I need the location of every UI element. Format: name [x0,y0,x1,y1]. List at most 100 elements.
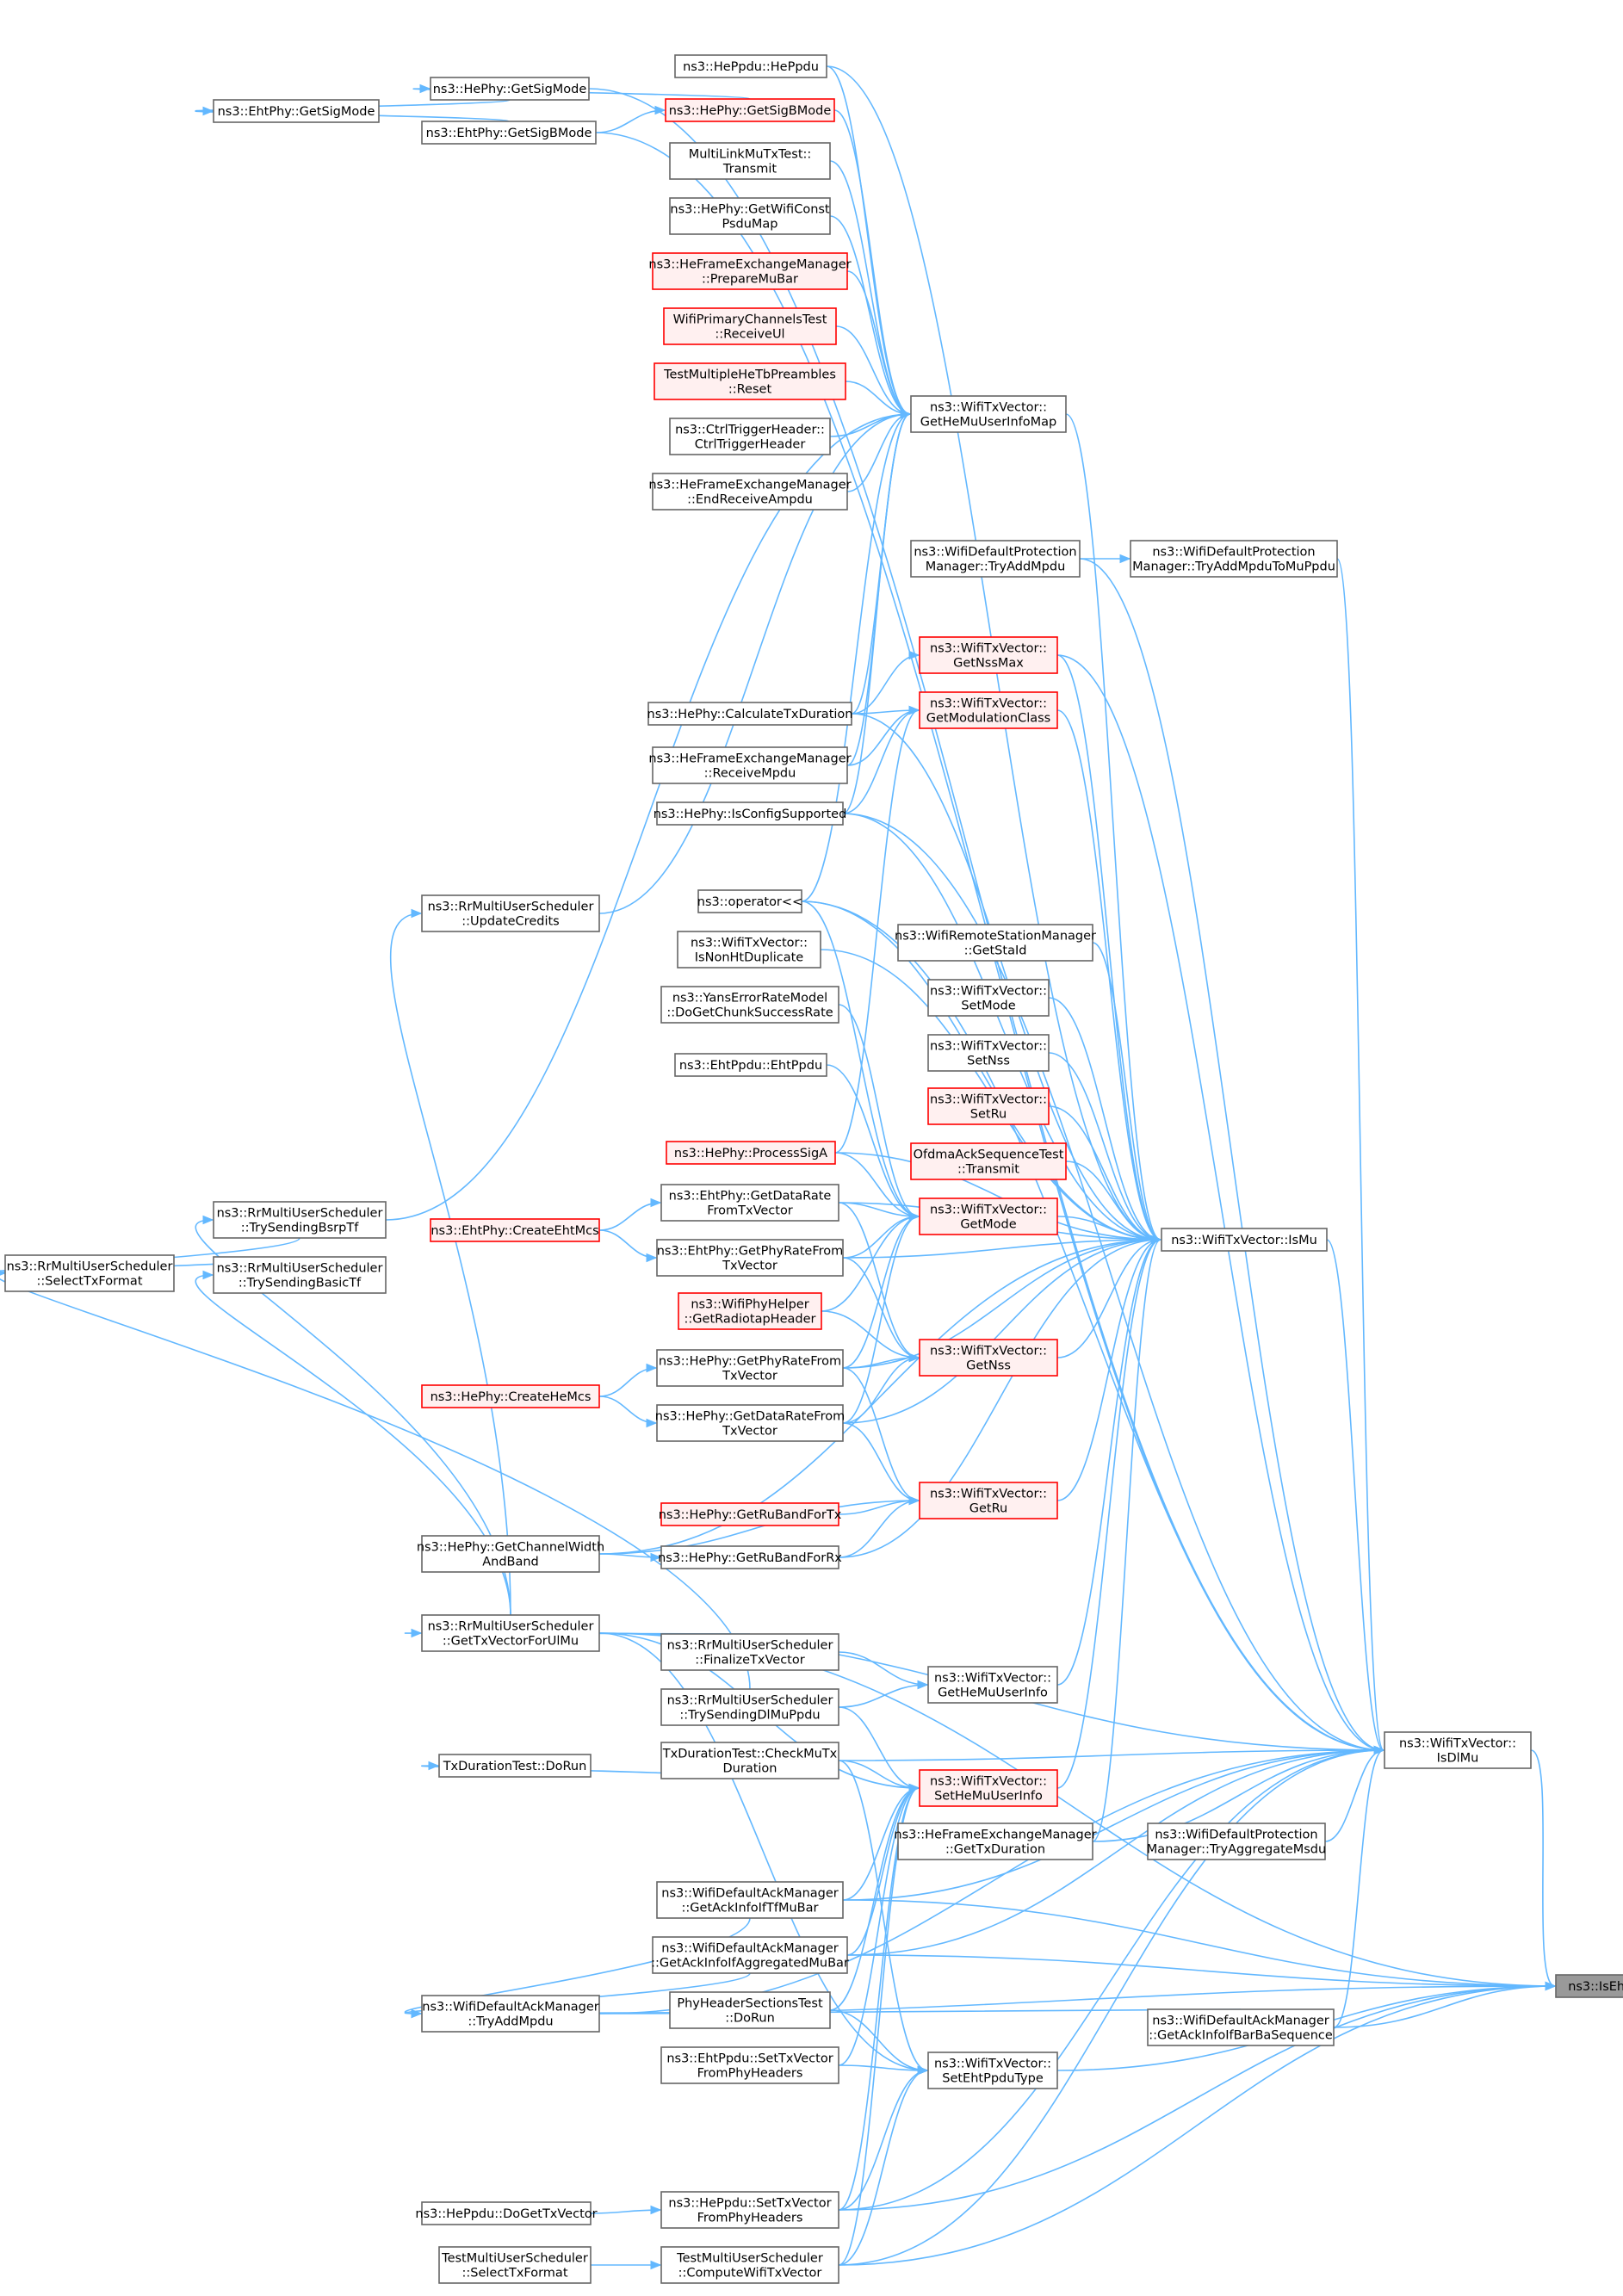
node-label: GetHeMuUserInfo [938,1686,1048,1700]
node-getAckInfoIfBarBaSequence[interactable]: ns3::WifiDefaultAckManager::GetAckInfoIf… [1147,2008,1335,2046]
node-label: ns3::HeFrameExchangeManager [648,479,851,492]
node-getTxVectorForUlMu[interactable]: ns3::RrMultiUserScheduler::GetTxVectorFo… [421,1614,600,1652]
node-box [919,1198,1058,1235]
node-receiveMpdu[interactable]: ns3::HeFrameExchangeManager::ReceiveMpdu [648,746,852,784]
node-ackTryAddMpdu[interactable]: ns3::WifiDefaultAckManager::TryAddMpdu [421,1995,600,2033]
node-heGetSigMode[interactable]: ns3::HePhy::GetSigMode [430,77,590,101]
node-label: ::PrepareMuBar [702,273,798,287]
node-processSigA[interactable]: ns3::HePhy::ProcessSigA [666,1141,836,1165]
node-label: ns3::HeFrameExchangeManager [894,1829,1096,1842]
node-ofdmaTransmit[interactable]: OfdmaAckSequenceTest::Transmit [910,1142,1067,1180]
node-getNss[interactable]: ns3::WifiTxVector::GetNss [919,1339,1058,1377]
call-edge-ehtGetDataRate-to-getMode [838,1202,920,1217]
call-edge-heGetPhyRate-to-getNss [842,1357,920,1369]
node-calculateTxDuration[interactable]: ns3::HePhy::CalculateTxDuration [647,702,853,726]
node-setRu[interactable]: ns3::WifiTxVector::SetRu [927,1087,1050,1125]
node-tryAddMpduToMuPpdu[interactable]: ns3::WifiDefaultProtectionManager::TryAd… [1130,540,1338,578]
node-getHeMuUserInfoMap[interactable]: ns3::WifiTxVector::GetHeMuUserInfoMap [910,395,1067,433]
node-isNonHtDuplicate[interactable]: ns3::WifiTxVector::IsNonHtDuplicate [677,931,821,969]
node-getStaId[interactable]: ns3::WifiRemoteStationManager::GetStaId [895,924,1096,962]
call-edge-computeWifiTxVector-to-setHeMuUserInfo [838,1787,920,2266]
node-ehtPpduCtor[interactable]: ns3::EhtPpdu::EhtPpdu [674,1053,827,1077]
node-ctrlTriggerHeader[interactable]: ns3::CtrlTriggerHeader::CtrlTriggerHeade… [669,418,831,455]
node-finalizeTxVector[interactable]: ns3::RrMultiUserScheduler::FinalizeTxVec… [660,1633,839,1671]
node-box [656,1404,844,1442]
node-label: ns3::WifiTxVector:: [934,2058,1051,2071]
node-isDlMu[interactable]: ns3::WifiTxVector::IsDlMu [1384,1731,1532,1769]
node-isEht[interactable]: ns3::IsEht [1555,1974,1623,1998]
node-ehtGetSigBMode[interactable]: ns3::EhtPhy::GetSigBMode [421,121,597,145]
node-doGetChunkSuccessRate[interactable]: ns3::YansErrorRateModel::DoGetChunkSucce… [660,986,839,1024]
node-box [910,395,1067,433]
node-box [656,801,844,826]
node-multiHeTbReset[interactable]: TestMultipleHeTbPreambles::Reset [654,362,846,400]
node-phyHeaderSectionsDoRun[interactable]: PhyHeaderSectionsTest::DoRun [669,1991,831,2029]
call-edge-isConfigSupported-to-isDlMu [842,813,1385,1751]
node-getMode[interactable]: ns3::WifiTxVector::GetMode [919,1198,1058,1235]
node-protTryAddMpdu[interactable]: ns3::WifiDefaultProtectionManager::TryAd… [910,540,1081,578]
call-edge-ehtGetSigBMode-to-heGetSigBMode [595,109,666,133]
node-getRadiotapHeader[interactable]: ns3::WifiPhyHelper::GetRadiotapHeader [678,1292,822,1330]
node-testSelectTxFormat[interactable]: TestMultiUserScheduler::SelectTxFormat [438,2246,592,2284]
node-label: ::ReceiveUl [715,328,784,342]
node-getNssMax[interactable]: ns3::WifiTxVector::GetNssMax [919,636,1058,674]
node-isMu[interactable]: ns3::WifiTxVector::IsMu [1161,1228,1328,1252]
node-heGetTxDuration[interactable]: ns3::HeFrameExchangeManager::GetTxDurati… [894,1823,1097,1860]
node-hePpduDoGetTxVector[interactable]: ns3::HePpdu::DoGetTxVector [415,2201,598,2225]
node-trySendingBsrpTf[interactable]: ns3::RrMultiUserScheduler::TrySendingBsr… [213,1201,387,1239]
node-trySendingBasicTf[interactable]: ns3::RrMultiUserScheduler::TrySendingBas… [213,1256,387,1294]
call-edge-arrowhead [411,908,423,919]
node-trySendingDlMuPpdu[interactable]: ns3::RrMultiUserScheduler::TrySendingDlM… [660,1688,839,1726]
node-label: ns3::EhtPhy::CreateEhtMcs [431,1224,598,1238]
node-getAckInfoIfTfMuBar[interactable]: ns3::WifiDefaultAckManager::GetAckInfoIf… [656,1881,844,1919]
node-txDurationDoRun[interactable]: TxDurationTest::DoRun [438,1754,592,1778]
node-box [927,2052,1058,2089]
node-operatorShift[interactable]: ns3::operator<< [697,889,802,913]
node-computeWifiTxVector[interactable]: TestMultiUserScheduler::ComputeWifiTxVec… [660,2246,839,2284]
node-mlMuTransmit[interactable]: MultiLinkMuTxTest::Transmit [669,142,831,180]
node-getRuBandForTx[interactable]: ns3::HePhy::GetRuBandForTx [659,1502,842,1526]
node-updateCredits[interactable]: ns3::RrMultiUserScheduler::UpdateCredits [421,894,600,932]
node-heCreateHeMcs[interactable]: ns3::HePhy::CreateHeMcs [421,1384,600,1408]
call-edge-arrowhead [908,1211,920,1222]
node-getRu[interactable]: ns3::WifiTxVector::GetRu [919,1482,1058,1519]
call-edge-tryAddMpduToMuPpdu-to-isDlMu [1336,558,1385,1751]
node-setNss[interactable]: ns3::WifiTxVector::SetNss [927,1034,1050,1072]
node-getHeMuUserInfo[interactable]: ns3::WifiTxVector::GetHeMuUserInfo [927,1666,1058,1704]
node-setHeMuUserInfo[interactable]: ns3::WifiTxVector::SetHeMuUserInfo [919,1769,1058,1807]
node-hePpduCtor[interactable]: ns3::HePpdu::HePpdu [674,54,827,78]
call-edge-trySendingDlMuPpdu-to-getHeMuUserInfo [838,1684,928,1708]
node-label: ns3::RrMultiUserScheduler [217,1262,383,1276]
node-getRuBandForRx[interactable]: ns3::HePhy::GetRuBandForRx [658,1545,842,1569]
node-heGetSigBMode[interactable]: ns3::HePhy::GetSigBMode [665,98,835,122]
call-edge-arrowhead [908,705,920,715]
node-selectTxFormat[interactable]: ns3::RrMultiUserScheduler::SelectTxForma… [4,1254,175,1292]
node-setMode[interactable]: ns3::WifiTxVector::SetMode [927,979,1050,1017]
call-edge-arrowhead [411,2008,423,2019]
node-endReceiveAmpdu[interactable]: ns3::HeFrameExchangeManager::EndReceiveA… [648,473,852,511]
node-tryAggregateMsdu[interactable]: ns3::WifiDefaultProtectionManager::TryAg… [1147,1823,1326,1860]
call-edge-endReceiveAmpdu-to-getHeMuUserInfoMap [846,413,911,492]
node-primaryReceiveUl[interactable]: WifiPrimaryChannelsTest::ReceiveUl [663,307,837,345]
node-isConfigSupported[interactable]: ns3::HePhy::IsConfigSupported [654,801,847,826]
call-edge-setMode-to-isMu [1048,997,1161,1241]
node-setEhtPpduType[interactable]: ns3::WifiTxVector::SetEhtPpduType [927,2052,1058,2089]
node-ehtCreateEhtMcs[interactable]: ns3::EhtPhy::CreateEhtMcs [430,1218,600,1242]
call-edge-isConfigSupported-to-getHeMuUserInfoMap [842,413,911,814]
node-ehtGetSigMode[interactable]: ns3::EhtPhy::GetSigMode [213,99,380,123]
node-label: GetRu [969,1502,1007,1516]
node-label: ::Reset [728,383,772,397]
node-prepareMuBar[interactable]: ns3::HeFrameExchangeManager::PrepareMuBa… [648,252,852,290]
node-getAckInfoIfAggregatedMuBar[interactable]: ns3::WifiDefaultAckManager::GetAckInfoIf… [651,1936,849,1974]
node-getModulationClass[interactable]: ns3::WifiTxVector::GetModulationClass [919,691,1058,729]
node-box [669,197,831,235]
